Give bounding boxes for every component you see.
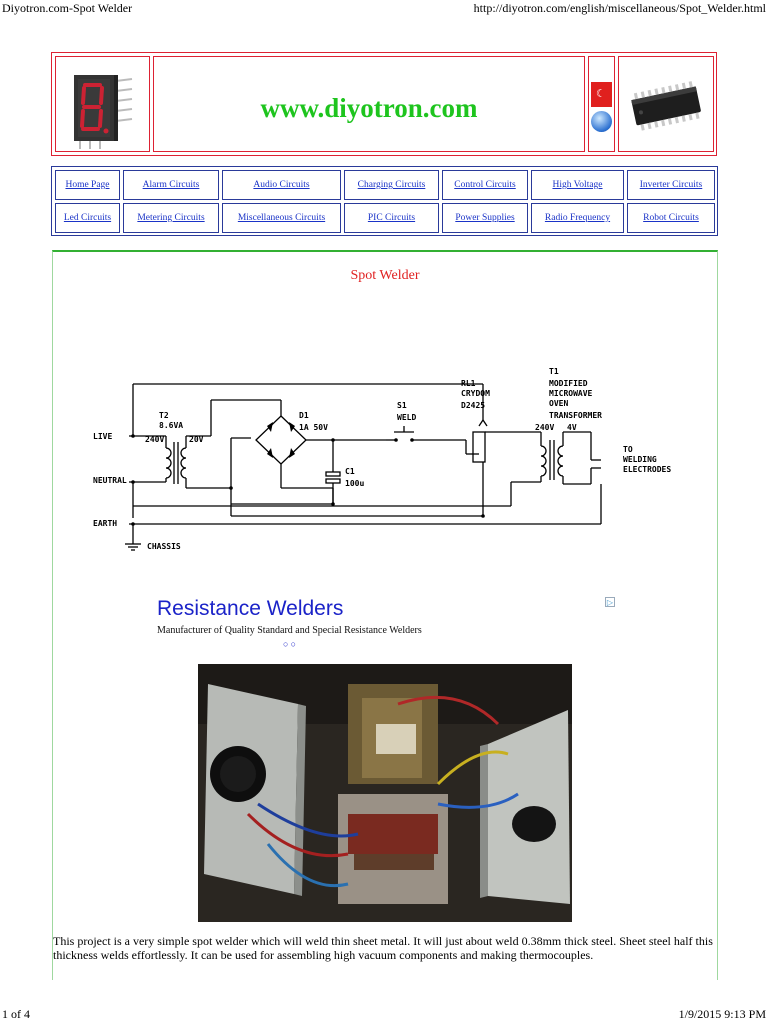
label-t1-line1: MODIFIED (549, 379, 588, 388)
nav-item-led-circuits[interactable]: Led Circuits (55, 203, 120, 233)
nav-link[interactable]: Control Circuits (454, 180, 516, 190)
nav-item-high-voltage[interactable]: High Voltage (531, 170, 624, 200)
ad-block: Resistance Welders Manufacturer of Quali… (157, 597, 617, 649)
nav-item-metering-circuits[interactable]: Metering Circuits (123, 203, 219, 233)
label-d1: D1 (299, 411, 309, 420)
print-header: Diyotron.com-Spot Welder http://diyotron… (0, 0, 768, 16)
nav-link[interactable]: High Voltage (552, 180, 603, 190)
site-title[interactable]: www.diyotron.com (260, 93, 478, 123)
ad-pagination-dots[interactable]: ○ ○ (283, 639, 297, 649)
nav-link[interactable]: Charging Circuits (357, 180, 426, 190)
ad-description: Manufacturer of Quality Standard and Spe… (157, 625, 422, 636)
label-240v-right: 240V (535, 423, 554, 432)
label-c1-value: 100u (345, 479, 364, 488)
ad-title-link[interactable]: Resistance Welders (157, 597, 344, 620)
nav-item-charging-circuits[interactable]: Charging Circuits (344, 170, 439, 200)
page-title: Spot Welder (350, 268, 420, 283)
page-number: 1 of 4 (2, 1007, 30, 1021)
label-t2: T2 (159, 411, 169, 420)
site-banner: www.diyotron.com ☾ (51, 52, 717, 156)
language-cell: ☾ (588, 56, 615, 152)
spot-welder-schematic: T2 8.6VA 240V 20V D1 1A 50V S1 WELD RL1 … (93, 367, 671, 551)
nav-item-robot-circuits[interactable]: Robot Circuits (627, 203, 715, 233)
label-c1: C1 (345, 467, 355, 476)
label-t1-line2: MICROWAVE (549, 389, 593, 398)
ic-chip-image (618, 56, 714, 152)
nav-link[interactable]: Audio Circuits (253, 180, 310, 190)
nav-link[interactable]: Led Circuits (63, 213, 112, 223)
article-paragraph: This project is a very simple spot welde… (53, 934, 713, 962)
print-url: http://diyotron.com/english/miscellaneou… (473, 1, 766, 15)
print-title: Diyotron.com-Spot Welder (2, 1, 133, 15)
content-area: Spot Welder (52, 250, 718, 980)
label-rl1-part: D2425 (461, 401, 485, 410)
nav-link[interactable]: PIC Circuits (367, 213, 416, 223)
nav-item-alarm-circuits[interactable]: Alarm Circuits (123, 170, 219, 200)
label-t1-line3: OVEN (549, 399, 568, 408)
label-4v: 4V (567, 423, 577, 432)
nav-link[interactable]: Radio Frequency (544, 213, 611, 223)
nav-item-control-circuits[interactable]: Control Circuits (442, 170, 528, 200)
label-electrodes: ELECTRODES (623, 465, 671, 474)
label-live: LIVE (93, 432, 112, 441)
label-t1: T1 (549, 367, 559, 376)
nav-item-radio-frequency[interactable]: Radio Frequency (531, 203, 624, 233)
label-welding: WELDING (623, 455, 657, 464)
nav-item-miscellaneous-circuits[interactable]: Miscellaneous Circuits (222, 203, 341, 233)
nav-link[interactable]: Metering Circuits (137, 213, 205, 223)
nav-item-home-page[interactable]: Home Page (55, 170, 120, 200)
label-240v-left: 240V (145, 435, 164, 444)
nav-item-pic-circuits[interactable]: PIC Circuits (344, 203, 439, 233)
nav-item-inverter-circuits[interactable]: Inverter Circuits (627, 170, 715, 200)
label-rl1-brand: CRYDOM (461, 389, 490, 398)
label-neutral: NEUTRAL (93, 476, 127, 485)
spot-welder-photo (198, 664, 572, 922)
label-chassis: CHASSIS (147, 542, 181, 551)
label-rl1: RL1 (461, 379, 476, 388)
nav-table: Home Page Alarm Circuits Audio Circuits … (51, 166, 718, 236)
nav-link[interactable]: Home Page (65, 180, 110, 190)
nav-link[interactable]: Inverter Circuits (639, 180, 703, 190)
nav-item-audio-circuits[interactable]: Audio Circuits (222, 170, 341, 200)
nav-link[interactable]: Alarm Circuits (142, 180, 200, 190)
label-s1: S1 (397, 401, 407, 410)
label-to: TO (623, 445, 633, 454)
ad-choices-icon[interactable]: ▷ (605, 597, 615, 607)
label-t1-line4: TRANSFORMER (549, 411, 602, 420)
label-d1-rating: 1A 50V (299, 423, 328, 432)
turkish-flag-icon[interactable]: ☾ (591, 82, 612, 107)
nav-link[interactable]: Robot Circuits (643, 213, 699, 223)
nav-link[interactable]: Power Supplies (455, 213, 515, 223)
seven-segment-image (55, 56, 150, 152)
banner-title-cell: www.diyotron.com (153, 56, 585, 152)
label-earth: EARTH (93, 519, 117, 528)
print-datetime: 1/9/2015 9:13 PM (678, 1007, 766, 1021)
label-20v: 20V (189, 435, 204, 444)
globe-icon[interactable] (591, 111, 612, 132)
print-footer: 1 of 4 1/9/2015 9:13 PM (0, 1004, 768, 1024)
label-t2-rating: 8.6VA (159, 421, 183, 430)
nav-item-power-supplies[interactable]: Power Supplies (442, 203, 528, 233)
label-s1-weld: WELD (397, 413, 416, 422)
nav-link[interactable]: Miscellaneous Circuits (237, 213, 326, 223)
